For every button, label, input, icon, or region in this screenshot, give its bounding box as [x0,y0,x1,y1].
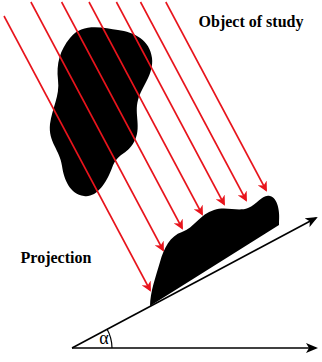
object-blob [50,27,152,196]
light-ray [4,16,150,290]
light-ray [89,2,202,214]
light-ray [116,2,224,204]
light-ray [62,2,182,228]
light-ray [141,2,247,200]
projection-label: Projection [6,248,106,267]
light-ray [31,2,163,250]
angle-label: α [96,328,112,348]
light-ray [166,2,266,190]
projection-blob [150,196,279,306]
object-label: Object of study [192,12,310,31]
